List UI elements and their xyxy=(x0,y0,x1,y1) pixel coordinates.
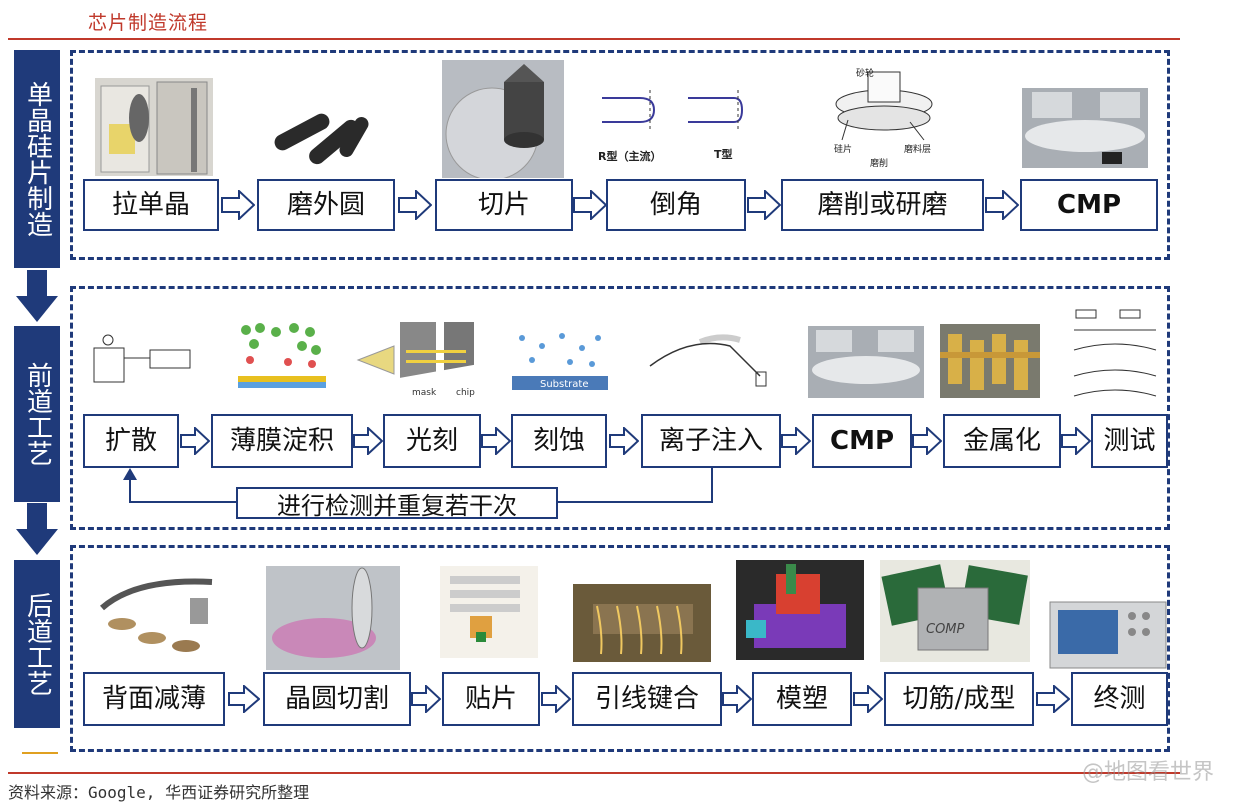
sidebar-label-frontend: 前道工艺 xyxy=(14,326,60,502)
wafer-slicing-image xyxy=(442,60,564,178)
right-arrow-icon xyxy=(541,685,571,713)
watermark: @地图看世界 xyxy=(1082,754,1214,786)
chamfer-r-label: R型（主流） xyxy=(598,148,661,164)
right-arrow-icon xyxy=(747,190,781,220)
thin-film-deposition-image xyxy=(232,320,332,398)
step-grinding-lapping: 磨削或研磨 xyxy=(781,179,984,231)
step-ion-implant: 离子注入 xyxy=(641,414,781,468)
sidebar-label-wafer: 单晶硅片制造 xyxy=(14,50,60,268)
step-wire-bonding: 引线键合 xyxy=(572,672,722,726)
litho-chip-label: chip xyxy=(456,388,475,398)
wire-bonding-image xyxy=(573,584,711,662)
right-arrow-icon xyxy=(481,427,511,455)
top-divider xyxy=(8,38,1180,40)
page-title: 芯片制造流程 xyxy=(88,8,208,35)
step-slicing: 切片 xyxy=(435,179,573,231)
cmp-machine-image xyxy=(1022,88,1148,168)
right-arrow-icon xyxy=(1036,685,1070,713)
step-lithography: 光刻 xyxy=(383,414,481,468)
etch-substrate-label: Substrate xyxy=(540,379,588,390)
right-arrow-icon xyxy=(353,427,383,455)
right-arrow-icon xyxy=(1061,427,1091,455)
right-arrow-icon xyxy=(609,427,639,455)
accent-dash xyxy=(22,752,58,754)
step-etching: 刻蚀 xyxy=(511,414,607,468)
down-arrow-icon xyxy=(14,270,60,322)
right-arrow-icon xyxy=(221,190,255,220)
step-diffusion: 扩散 xyxy=(83,414,179,468)
step-wafer-dicing: 晶圆切割 xyxy=(263,672,411,726)
grind-wheel-label: 砂轮 xyxy=(856,66,874,79)
grind-label: 磨削 xyxy=(870,156,888,169)
die-attach-image xyxy=(440,566,538,658)
right-arrow-icon xyxy=(180,427,210,455)
step-testing: 测试 xyxy=(1091,414,1168,468)
right-arrow-icon xyxy=(912,427,942,455)
bottom-divider xyxy=(8,772,1180,774)
step-crystal-pulling: 拉单晶 xyxy=(83,179,219,231)
right-arrow-icon xyxy=(853,685,883,713)
test-diagram-image xyxy=(1070,302,1160,406)
step-cmp-wafer: CMP xyxy=(1020,179,1158,231)
step-chamfering: 倒角 xyxy=(606,179,746,231)
right-arrow-icon xyxy=(411,685,441,713)
wafer-dicing-image xyxy=(266,566,400,670)
step-od-grinding: 磨外圆 xyxy=(257,179,395,231)
diffusion-furnace-image xyxy=(90,328,200,398)
step-back-thinning: 背面减薄 xyxy=(83,672,225,726)
molding-image xyxy=(736,560,864,660)
final-test-image xyxy=(1048,600,1168,672)
right-arrow-icon xyxy=(722,685,752,713)
step-thin-film: 薄膜淀积 xyxy=(211,414,353,468)
litho-mask-label: mask xyxy=(412,388,436,398)
step-die-attach: 贴片 xyxy=(442,672,540,726)
step-metallization: 金属化 xyxy=(943,414,1061,468)
metallization-image xyxy=(940,324,1040,398)
trim-form-image xyxy=(880,560,1030,662)
source-note: 资料来源：Google, 华西证券研究所整理 xyxy=(8,779,309,803)
cmp-frontend-image xyxy=(808,326,924,398)
lithography-image xyxy=(354,322,482,398)
step-trim-form: 切筋/成型 xyxy=(884,672,1034,726)
chamfer-t-label: T型 xyxy=(714,146,733,162)
right-arrow-icon xyxy=(228,685,260,713)
package-chip-label: COMP xyxy=(926,622,964,637)
loop-label: 进行检测并重复若干次 xyxy=(236,487,558,519)
grind-wafer-label: 硅片 xyxy=(834,142,852,155)
back-grinding-image xyxy=(96,568,218,668)
crystal-puller-image xyxy=(95,78,213,176)
step-molding: 模塑 xyxy=(752,672,852,726)
silicon-ingot-image xyxy=(268,104,378,168)
grind-abrasive-label: 磨料层 xyxy=(904,142,931,155)
ion-implant-image xyxy=(640,326,790,396)
down-arrow-icon xyxy=(14,503,60,555)
right-arrow-icon xyxy=(398,190,432,220)
right-arrow-icon xyxy=(781,427,811,455)
right-arrow-icon xyxy=(985,190,1019,220)
right-arrow-icon xyxy=(573,190,607,220)
step-cmp-frontend: CMP xyxy=(812,414,912,468)
sidebar-label-backend: 后道工艺 xyxy=(14,560,60,728)
step-final-test: 终测 xyxy=(1071,672,1168,726)
